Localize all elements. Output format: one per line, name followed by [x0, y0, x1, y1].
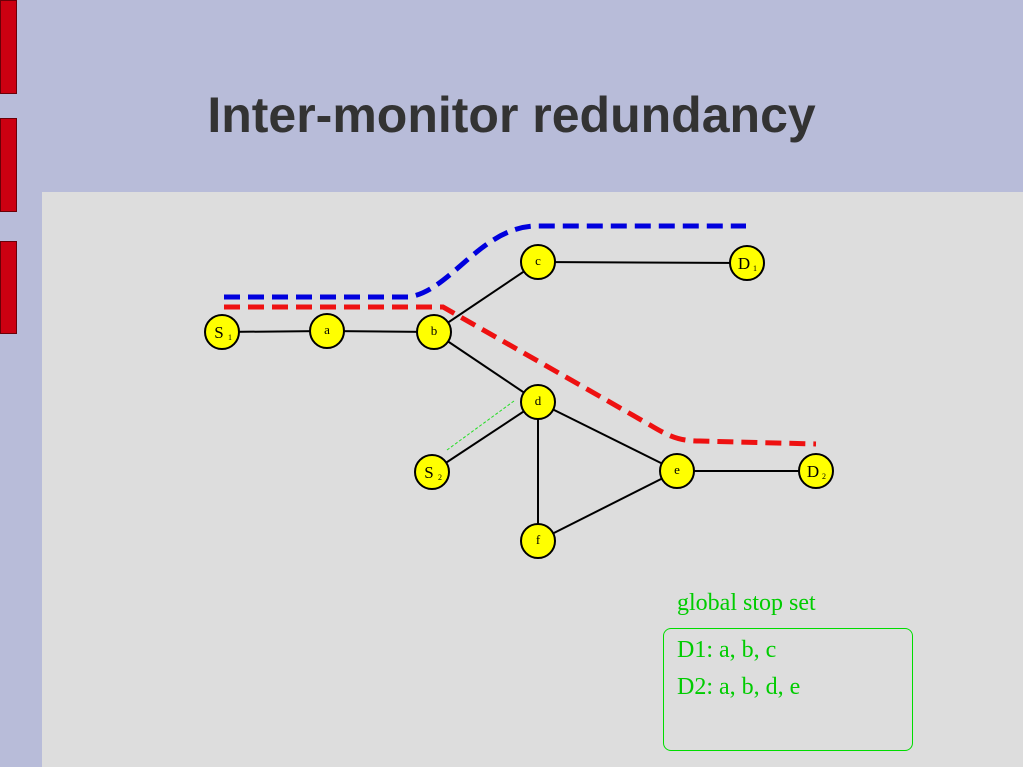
edge-d-e — [537, 401, 678, 472]
blue-path — [224, 223, 746, 300]
node-circle — [659, 453, 695, 489]
node-b: b — [416, 314, 452, 350]
node-d: d — [520, 384, 556, 420]
node-circle — [798, 453, 834, 489]
red-tab-1 — [0, 0, 17, 94]
node-label: e — [674, 462, 680, 477]
node-circle — [520, 523, 556, 559]
node-label: b — [431, 323, 438, 338]
node-a: a — [309, 313, 345, 349]
edge-f-e — [537, 470, 678, 542]
edge-c-D1 — [537, 261, 748, 264]
node-label: S — [214, 323, 223, 342]
left-decoration-strip — [0, 0, 18, 767]
red-tab-3 — [0, 241, 17, 334]
node-label: S — [424, 463, 433, 482]
edge-b-d — [433, 331, 539, 403]
edges — [221, 261, 816, 542]
node-subscript: 1 — [753, 264, 757, 273]
node-subscript: 2 — [438, 473, 442, 482]
paths — [224, 223, 817, 451]
node-c: c — [520, 244, 556, 280]
red-path — [224, 304, 817, 447]
node-label: d — [535, 393, 542, 408]
stop-set-entry-d1: D1: a, b, c — [677, 637, 777, 663]
content-panel — [42, 192, 1023, 767]
node-label: D — [738, 254, 750, 273]
stop-set-entry-d2: D2: a, b, d, e — [677, 674, 801, 700]
node-label: c — [535, 253, 541, 268]
node-label: f — [536, 532, 541, 547]
stop-set-box: D1: a, b, c D2: a, b, d, e — [663, 628, 913, 751]
node-label: a — [324, 322, 330, 337]
node-circle — [729, 245, 765, 281]
node-circle — [414, 454, 450, 490]
node-circle — [416, 314, 452, 350]
node-subscript: 2 — [822, 472, 826, 481]
node-subscript: 1 — [228, 333, 232, 342]
node-circle — [520, 384, 556, 420]
node-circle — [204, 314, 240, 350]
node-f: f — [520, 523, 556, 559]
green-dotted-link — [446, 400, 515, 451]
node-circle — [520, 244, 556, 280]
node-circle — [309, 313, 345, 349]
edge-b-c — [433, 261, 539, 333]
node-label: D — [807, 462, 819, 481]
red-tab-2 — [0, 118, 17, 212]
node-e: e — [659, 453, 695, 489]
slide-title: Inter-monitor redundancy — [207, 87, 816, 143]
stop-set-title: global stop set — [677, 590, 816, 616]
edge-S2-d — [431, 401, 539, 473]
